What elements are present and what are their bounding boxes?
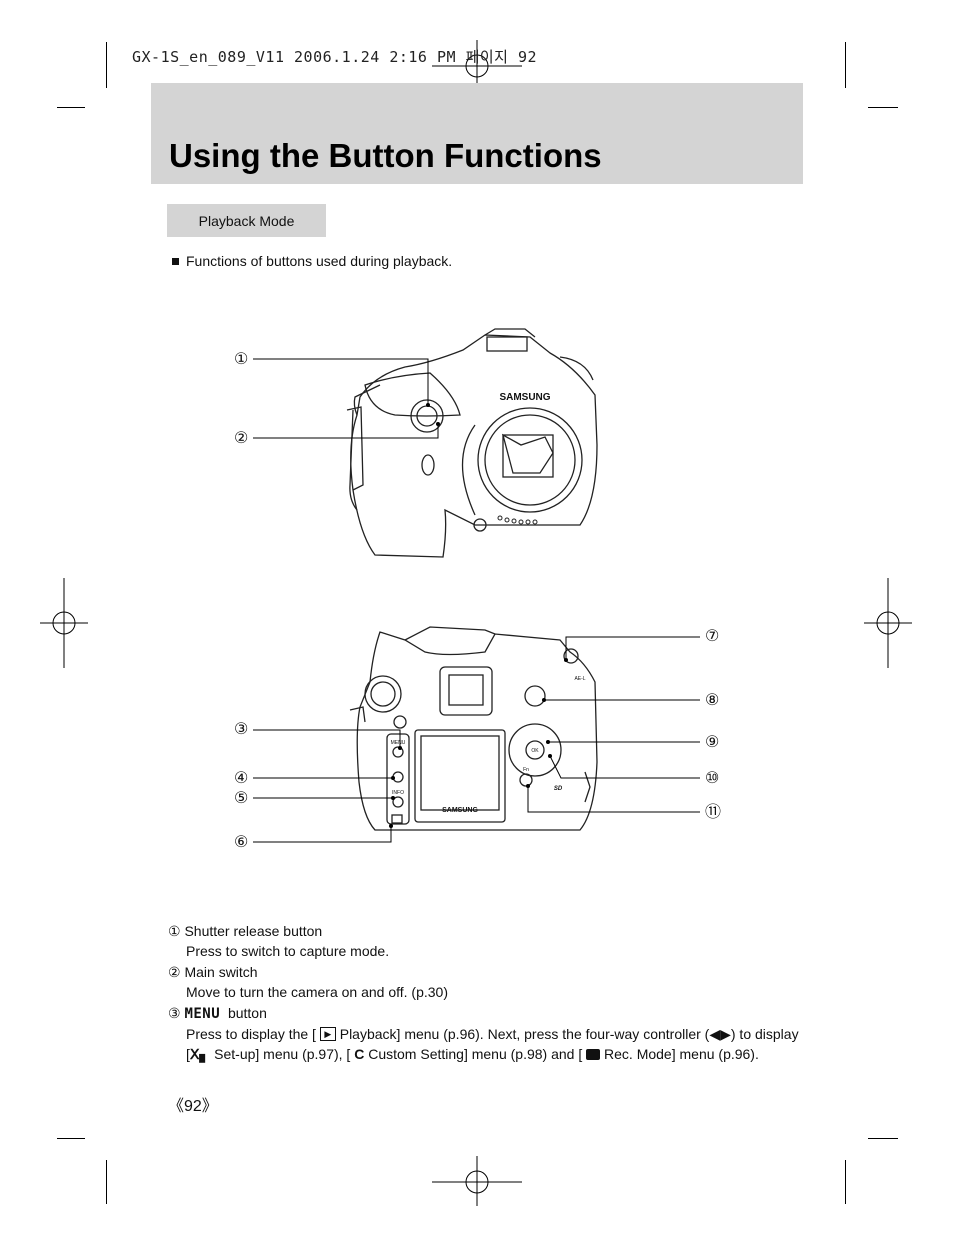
print-header: GX-1S_en_089_V11 2006.1.24 2:16 PM 페이지 9…	[132, 48, 538, 66]
item-1: ① Shutter release button Press to switch…	[168, 921, 389, 961]
intro-line: Functions of buttons used during playbac…	[172, 253, 452, 269]
callout-2: ②	[234, 430, 249, 447]
brand-front: SAMSUNG	[499, 392, 550, 403]
crop-mark	[868, 107, 898, 108]
item-1-text: Press to switch to capture mode.	[186, 943, 390, 959]
sd-label: SD	[554, 786, 563, 792]
setup-wrench-icon: Ⅹ▖	[189, 1046, 211, 1062]
crop-mark	[868, 1138, 898, 1139]
item-3-line1-c: ) to display	[730, 1026, 799, 1042]
crop-mark	[845, 1160, 846, 1204]
item-3-line2-a: [	[186, 1046, 190, 1062]
crop-mark	[106, 42, 107, 88]
callout-7: ⑦	[705, 628, 720, 645]
camera-back-illustration: SAMSUNG MENU INFO AE-L Fn OK SD	[349, 626, 598, 831]
fn-label: Fn	[523, 767, 529, 773]
bullet-square-icon	[172, 257, 179, 265]
callout-4: ④	[234, 770, 249, 787]
crop-mark	[57, 107, 85, 108]
camera-front-illustration: SAMSUNG	[346, 328, 598, 558]
crop-mark	[845, 42, 846, 88]
item-3-num: ③	[168, 1005, 181, 1021]
title-band	[151, 83, 803, 184]
callout-11: ⑪	[705, 804, 722, 821]
callout-8: ⑧	[705, 692, 720, 709]
intro-text: Functions of buttons used during playbac…	[186, 253, 453, 269]
menu-word: MENU	[184, 1006, 221, 1022]
playback-icon: ▶	[319, 1027, 336, 1042]
mode-tab: Playback Mode	[167, 204, 326, 237]
ok-label: OK	[531, 748, 539, 754]
brand-back: SAMSUNG	[442, 807, 478, 814]
info-label: INFO	[392, 790, 404, 796]
callout-5: ⑤	[234, 790, 249, 807]
item-3-line2-d: Rec. Mode] menu (p.96).	[604, 1046, 759, 1062]
item-2-name: Main switch	[184, 964, 258, 980]
custom-setting-icon: C	[354, 1046, 365, 1062]
callout-3: ③	[234, 721, 249, 738]
item-2-num: ②	[168, 964, 181, 980]
item-3-line1-a: Press to display the [	[186, 1026, 316, 1042]
item-2-text: Move to turn the camera on and off. (p.3…	[186, 984, 449, 1000]
callout-10: ⑩	[705, 770, 720, 787]
page-title: Using the Button Functions	[169, 137, 602, 174]
item-3-name: button	[227, 1005, 267, 1021]
page-number: 《92》	[168, 1098, 218, 1115]
item-1-name: Shutter release button	[184, 923, 323, 939]
item-3-line1-b: Playback] menu (p.96). Next, press the f…	[339, 1026, 710, 1042]
callout-1: ①	[234, 351, 249, 368]
left-right-arrows-icon: ◀▶	[709, 1026, 731, 1042]
item-3-line2-c: Custom Setting] menu (p.98) and [	[368, 1046, 583, 1062]
menu-label: MENU	[391, 740, 406, 746]
crop-mark	[57, 1138, 85, 1139]
camera-rec-icon	[586, 1048, 601, 1060]
mode-tab-label: Playback Mode	[198, 212, 295, 229]
crop-mark	[106, 1160, 107, 1204]
item-3: ③ MENU button Press to display the [ ▶ P…	[168, 1003, 799, 1064]
ae-l-label: AE-L	[574, 676, 585, 682]
item-2: ② Main switch Move to turn the camera on…	[168, 962, 448, 1002]
item-1-num: ①	[168, 923, 181, 939]
callout-9: ⑨	[705, 734, 720, 751]
item-3-line2-b: Set-up] menu (p.97), [	[214, 1046, 351, 1062]
callout-6: ⑥	[234, 834, 249, 851]
